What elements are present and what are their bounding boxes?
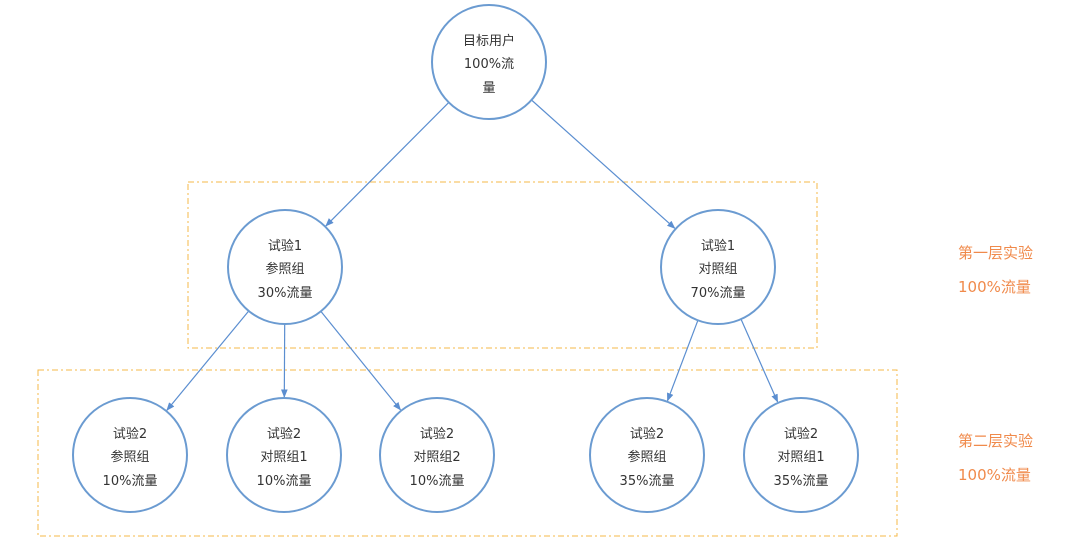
edge-exp1_ctl-to-exp2_e [740,318,779,403]
node-line-3: 量 [482,81,495,96]
edges-group [166,99,779,411]
node-line-1: 试验2 [784,426,818,442]
node-circle [431,4,547,120]
node-line-2: 对照组1 [260,450,307,465]
edge-root-to-exp1_ref [325,101,450,227]
node-exp2-reference-10: 试验2 参照组 10%流量 [72,397,188,513]
edge-exp1_ref-to-exp2_c [320,310,402,411]
node-exp1-control: 试验1 对照组 70%流量 [660,209,776,325]
node-line-1: 试验1 [701,238,735,254]
node-exp2-reference-35: 试验2 参照组 35%流量 [589,397,705,513]
node-line-3: 35%流量 [774,474,829,489]
node-circle [227,209,343,325]
edge-root-to-exp1_ctl [531,99,676,229]
node-circle [660,209,776,325]
node-line-1: 试验1 [268,238,302,254]
node-exp2-control2-10: 试验2 对照组2 10%流量 [379,397,495,513]
layer2-title: 第二层实验 [958,432,1034,450]
edge-exp1_ctl-to-exp2_d [666,320,699,402]
node-line-3: 30%流量 [258,286,313,301]
edge-exp1_ref-to-exp2_a [166,310,250,411]
node-root: 目标用户 100%流 量 [431,4,547,120]
node-line-1: 试验2 [630,426,664,442]
layer1-label: 第一层实验 100%流量 [958,236,1033,304]
node-line-2: 100%流 [464,57,514,72]
node-circle [72,397,188,513]
node-line-2: 参照组 [265,261,304,277]
layer2-traffic: 100%流量 [958,466,1031,484]
node-exp1-reference: 试验1 参照组 30%流量 [227,209,343,325]
layer1-traffic: 100%流量 [958,278,1031,296]
layer2-box [37,369,898,537]
node-line-1: 试验2 [267,426,301,442]
node-line-1: 试验2 [420,426,454,442]
node-line-3: 10%流量 [103,474,158,489]
layer1-title: 第一层实验 [958,244,1034,262]
node-circle [589,397,705,513]
node-circle [379,397,495,513]
node-line-3: 70%流量 [691,286,746,301]
node-line-1: 试验2 [113,426,147,442]
node-line-2: 参照组 [627,449,666,465]
node-line-2: 参照组 [110,449,149,465]
node-exp2-control1-35: 试验2 对照组1 35%流量 [743,397,859,513]
node-circle [743,397,859,513]
node-line-3: 35%流量 [620,474,675,489]
node-line-3: 10%流量 [410,474,465,489]
node-circle [226,397,342,513]
node-line-2: 对照组2 [413,450,460,465]
layer1-box [187,181,818,349]
node-line-2: 对照组 [698,262,737,277]
node-line-3: 10%流量 [257,474,312,489]
layer2-label: 第二层实验 100%流量 [958,424,1033,492]
node-line-1: 目标用户 [463,33,515,49]
node-exp2-control1-10: 试验2 对照组1 10%流量 [226,397,342,513]
node-line-2: 对照组1 [777,450,824,465]
